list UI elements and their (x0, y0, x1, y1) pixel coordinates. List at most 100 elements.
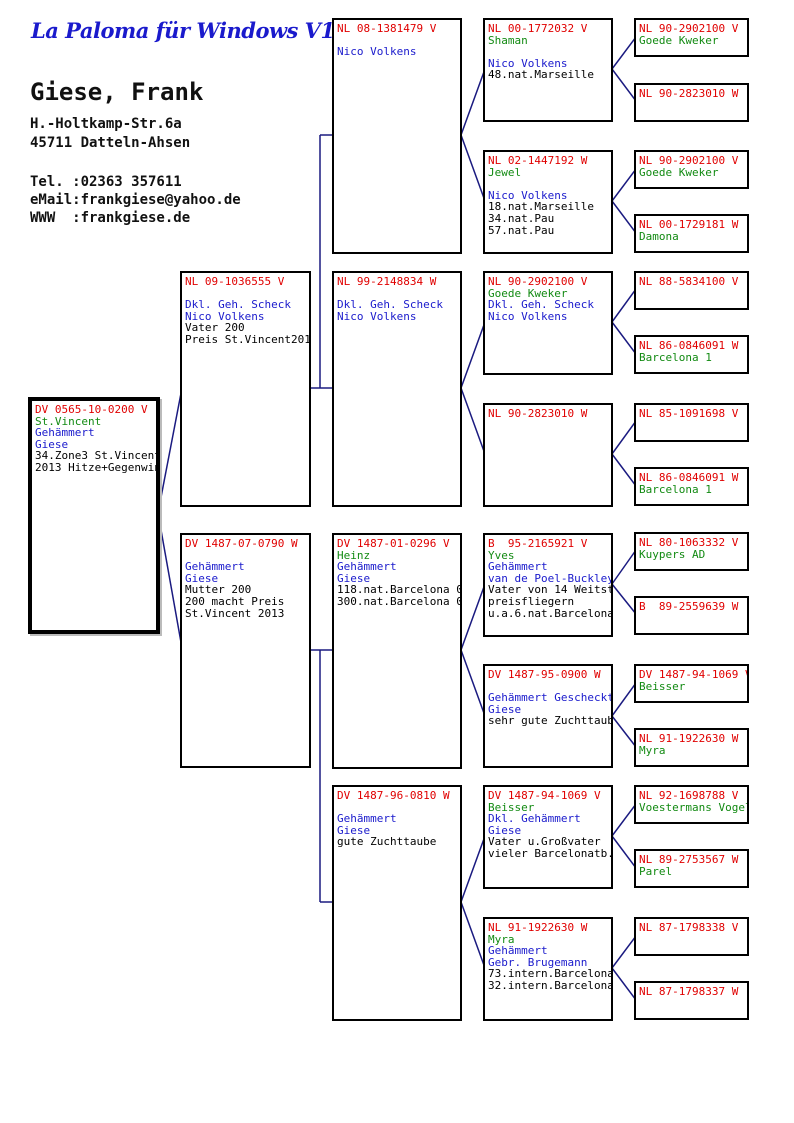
pigeon-note: u.a.6.nat.Barcelona (488, 606, 613, 620)
pigeon-name: Barcelona 1 (639, 482, 712, 496)
owner-city: 45711 Datteln-Ahsen (30, 135, 191, 151)
ring-number: DV 0565-10-0200 V (35, 403, 148, 416)
pigeon-breeder: Nico Volkens (337, 45, 417, 59)
pigeon-note: 300.nat.Barcelona 07 (337, 594, 462, 608)
ring-number: DV 1487-94-1069 V (639, 668, 749, 681)
pigeon-card-g11[interactable]: DV 1487-94-1069 V Beisser (634, 664, 749, 703)
ring-number: NL 91-1922630 W (488, 921, 588, 934)
pigeon-note: 2013 Hitze+Gegenwind (35, 460, 160, 474)
pigeon-name: Barcelona 1 (639, 350, 712, 364)
ring-number: NL 90-2823010 W (639, 87, 739, 100)
pigeon-card-mm[interactable]: DV 1487-96-0810 W Gehämmert Giese gute Z… (332, 785, 462, 1021)
pigeon-card-mff[interactable]: B 95-2165921 V Yves Gehämmert van de Poe… (483, 533, 613, 637)
ring-number: NL 87-1798337 W (639, 985, 739, 998)
pigeon-card-g3[interactable]: NL 90-2902100 V Goede Kweker (634, 150, 749, 189)
pigeon-color: Dkl. Geh. Scheck (337, 298, 443, 312)
pigeon-note: Vater 200 (185, 321, 245, 335)
pigeon-card-g4[interactable]: NL 00-1729181 W Damona (634, 214, 749, 253)
pigeon-card-mfm[interactable]: DV 1487-95-0900 W Gehämmert Gescheckt Gi… (483, 664, 613, 768)
ring-number: NL 00-1772032 V (488, 22, 588, 35)
pigeon-name: St.Vincent (35, 414, 102, 428)
pigeon-card-main[interactable]: DV 0565-10-0200 V St.Vincent Gehämmert G… (28, 397, 160, 634)
pigeon-breeder: Giese (35, 437, 69, 451)
pigeon-card-g5[interactable]: NL 88-5834100 V (634, 271, 749, 310)
ring-number: NL 08-1381479 V (337, 22, 437, 35)
owner-phone: Tel. :02363 357611 (30, 174, 182, 190)
pigeon-card-mother[interactable]: DV 1487-07-0790 W Gehämmert Giese Mutter… (180, 533, 311, 768)
pigeon-note: 34.Zone3 St.Vincent (35, 449, 160, 463)
pigeon-color: Dkl. Gehämmert (488, 812, 581, 826)
pigeon-card-fmf[interactable]: NL 90-2902100 V Goede Kweker Dkl. Geh. S… (483, 271, 613, 375)
pigeon-note: 73.intern.Barcelona (488, 967, 613, 981)
pigeon-card-g16[interactable]: NL 87-1798337 W (634, 981, 749, 1020)
app-logo: La Paloma für Windows V13.01 (31, 18, 384, 43)
owner-name: Giese, Frank (30, 78, 204, 106)
pigeon-card-mmf[interactable]: DV 1487-94-1069 V Beisser Dkl. Gehämmert… (483, 785, 613, 889)
pigeon-color: Gehämmert (35, 426, 95, 440)
ring-number: NL 88-5834100 V (639, 275, 739, 288)
ring-number: DV 1487-95-0900 W (488, 668, 601, 681)
pigeon-card-father[interactable]: NL 09-1036555 V Dkl. Geh. Scheck Nico Vo… (180, 271, 311, 507)
pigeon-color: Gehämmert (337, 812, 397, 826)
ring-number: NL 87-1798338 V (639, 921, 739, 934)
pigeon-card-g14[interactable]: NL 89-2753567 W Parel (634, 849, 749, 888)
pigeon-card-g1[interactable]: NL 90-2902100 V Goede Kweker (634, 18, 749, 57)
pigeon-name: Beisser (488, 800, 535, 814)
ring-number: NL 09-1036555 V (185, 275, 285, 288)
pigeon-note: 32.intern.Barcelona (488, 978, 613, 992)
owner-street: H.-Holtkamp-Str.6a (30, 116, 182, 132)
pigeon-name: Goede Kweker (639, 165, 719, 179)
pigeon-name: Myra (639, 743, 666, 757)
pigeon-breeder: Nico Volkens (488, 309, 568, 323)
ring-number: NL 86-0846091 W (639, 339, 739, 352)
pigeon-card-g10[interactable]: B 89-2559639 W (634, 596, 749, 635)
pigeon-breeder: Giese (337, 823, 371, 837)
pigeon-note: St.Vincent 2013 (185, 606, 285, 620)
pigeon-color: Gehämmert (488, 944, 548, 958)
pigeon-card-ffm[interactable]: NL 02-1447192 W Jewel Nico Volkens 18.na… (483, 150, 613, 254)
pigeon-card-g7[interactable]: NL 85-1091698 V (634, 403, 749, 442)
pigeon-card-fmm[interactable]: NL 90-2823010 W (483, 403, 613, 507)
pigeon-color: Gehämmert Gescheckt (488, 691, 613, 705)
pigeon-breeder: Giese (185, 571, 219, 585)
pigeon-card-g13[interactable]: NL 92-1698788 V Voestermans Vogel (634, 785, 749, 824)
pigeon-note: 18.nat.Marseille (488, 200, 594, 214)
pigeon-card-g2[interactable]: NL 90-2823010 W (634, 83, 749, 122)
ring-number: NL 85-1091698 V (639, 407, 739, 420)
pigeon-name: Shaman (488, 33, 528, 47)
pigeon-name: Goede Kweker (639, 33, 719, 47)
pigeon-card-mf[interactable]: DV 1487-01-0296 V Heinz Gehämmert Giese … (332, 533, 462, 769)
ring-number: DV 1487-01-0296 V (337, 537, 450, 550)
pigeon-breeder: Giese (488, 702, 522, 716)
pigeon-color: Dkl. Geh. Scheck (488, 298, 594, 312)
pigeon-card-fm[interactable]: NL 99-2148834 W Dkl. Geh. Scheck Nico Vo… (332, 271, 462, 507)
pigeon-card-fff[interactable]: NL 00-1772032 V Shaman Nico Volkens 48.n… (483, 18, 613, 122)
ring-number: DV 1487-96-0810 W (337, 789, 450, 802)
pigeon-note: 34.nat.Pau (488, 211, 555, 225)
pigeon-note: vieler Barcelonatb. (488, 846, 613, 860)
pigeon-name: Yves (488, 548, 515, 562)
ring-number: B 95-2165921 V (488, 537, 588, 550)
pigeon-color: Gehämmert (337, 560, 397, 574)
pigeon-card-g9[interactable]: NL 80-1063332 V Kuypers AD (634, 532, 749, 571)
ring-number: NL 91-1922630 W (639, 732, 739, 745)
ring-number: NL 89-2753567 W (639, 853, 739, 866)
pigeon-card-g12[interactable]: NL 91-1922630 W Myra (634, 728, 749, 767)
pigeon-color: Dkl. Geh. Scheck (185, 298, 291, 312)
pigeon-name: Myra (488, 932, 515, 946)
pigeon-note: Vater u.Großvater (488, 835, 601, 849)
ring-number: NL 99-2148834 W (337, 275, 437, 288)
pigeon-card-ff[interactable]: NL 08-1381479 V Nico Volkens (332, 18, 462, 254)
pigeon-card-mmm[interactable]: NL 91-1922630 W Myra Gehämmert Gebr. Bru… (483, 917, 613, 1021)
pigeon-breeder: Nico Volkens (185, 309, 265, 323)
pigeon-card-g8[interactable]: NL 86-0846091 W Barcelona 1 (634, 467, 749, 506)
pigeon-color: Gehämmert (488, 560, 548, 574)
pigeon-card-g15[interactable]: NL 87-1798338 V (634, 917, 749, 956)
pigeon-note: sehr gute Zuchttaube (488, 714, 613, 728)
pigeon-breeder: Giese (337, 571, 371, 585)
pigeon-name: Voestermans Vogel (639, 800, 749, 814)
pigeon-card-g6[interactable]: NL 86-0846091 W Barcelona 1 (634, 335, 749, 374)
ring-number: NL 02-1447192 W (488, 154, 588, 167)
pigeon-note: 57.nat.Pau (488, 223, 555, 237)
